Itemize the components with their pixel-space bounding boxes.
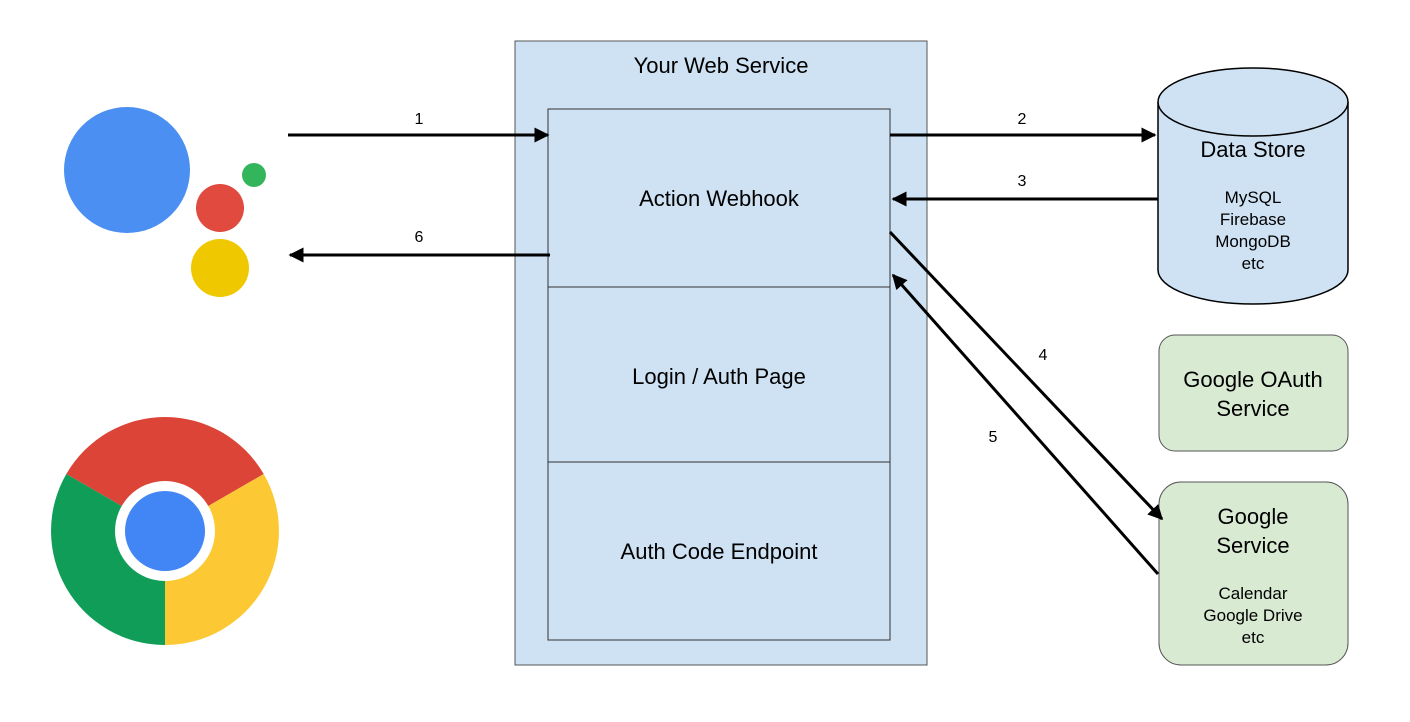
- arrow-4-label: 4: [1039, 347, 1048, 364]
- web-service-container: Your Web Service Action Webhook Login / …: [514, 40, 928, 666]
- action-webhook-section: Action Webhook: [547, 108, 891, 288]
- auth-code-endpoint-section: Auth Code Endpoint: [547, 461, 891, 641]
- google-oauth-title-line2: Service: [1216, 396, 1289, 421]
- arrow-1-label: 1: [415, 111, 424, 128]
- google-service-title-line1: Google: [1218, 504, 1289, 529]
- google-assistant-icon: [64, 107, 266, 297]
- google-service-title-line2: Service: [1216, 533, 1289, 558]
- google-service-item-etc: etc: [1242, 628, 1265, 647]
- auth-code-endpoint-label: Auth Code Endpoint: [621, 539, 818, 564]
- arrow-6: 6: [288, 229, 550, 263]
- arrow-2: 2: [890, 111, 1157, 143]
- data-store-item-mysql: MySQL: [1225, 188, 1282, 207]
- google-service-item-calendar: Calendar: [1219, 584, 1288, 603]
- google-service-box: Google Service Calendar Google Drive etc: [1158, 481, 1349, 666]
- arrow-6-label: 6: [415, 229, 424, 246]
- data-store-item-etc: etc: [1242, 254, 1265, 273]
- arrow-3: 3: [891, 173, 1158, 207]
- login-auth-page-label: Login / Auth Page: [632, 364, 806, 389]
- arrow-1: 1: [288, 111, 550, 143]
- data-store-item-firebase: Firebase: [1220, 210, 1286, 229]
- arrow-4: 4: [888, 230, 1164, 521]
- data-store-item-mongodb: MongoDB: [1215, 232, 1291, 251]
- login-auth-page-section: Login / Auth Page: [547, 286, 891, 463]
- action-webhook-label: Action Webhook: [639, 186, 800, 211]
- google-oauth-service-box: Google OAuth Service: [1158, 334, 1349, 452]
- arrow-5: 5: [891, 273, 1160, 575]
- arrow-3-label: 3: [1018, 173, 1027, 190]
- chrome-browser-icon: [51, 417, 279, 645]
- google-oauth-title-line1: Google OAuth: [1183, 367, 1322, 392]
- google-service-item-drive: Google Drive: [1203, 606, 1302, 625]
- data-store-title: Data Store: [1200, 137, 1305, 162]
- arrow-2-label: 2: [1018, 111, 1027, 128]
- data-store-cylinder: Data Store MySQL Firebase MongoDB etc: [1157, 67, 1349, 305]
- web-service-title: Your Web Service: [634, 53, 809, 78]
- arrow-5-label: 5: [989, 429, 998, 446]
